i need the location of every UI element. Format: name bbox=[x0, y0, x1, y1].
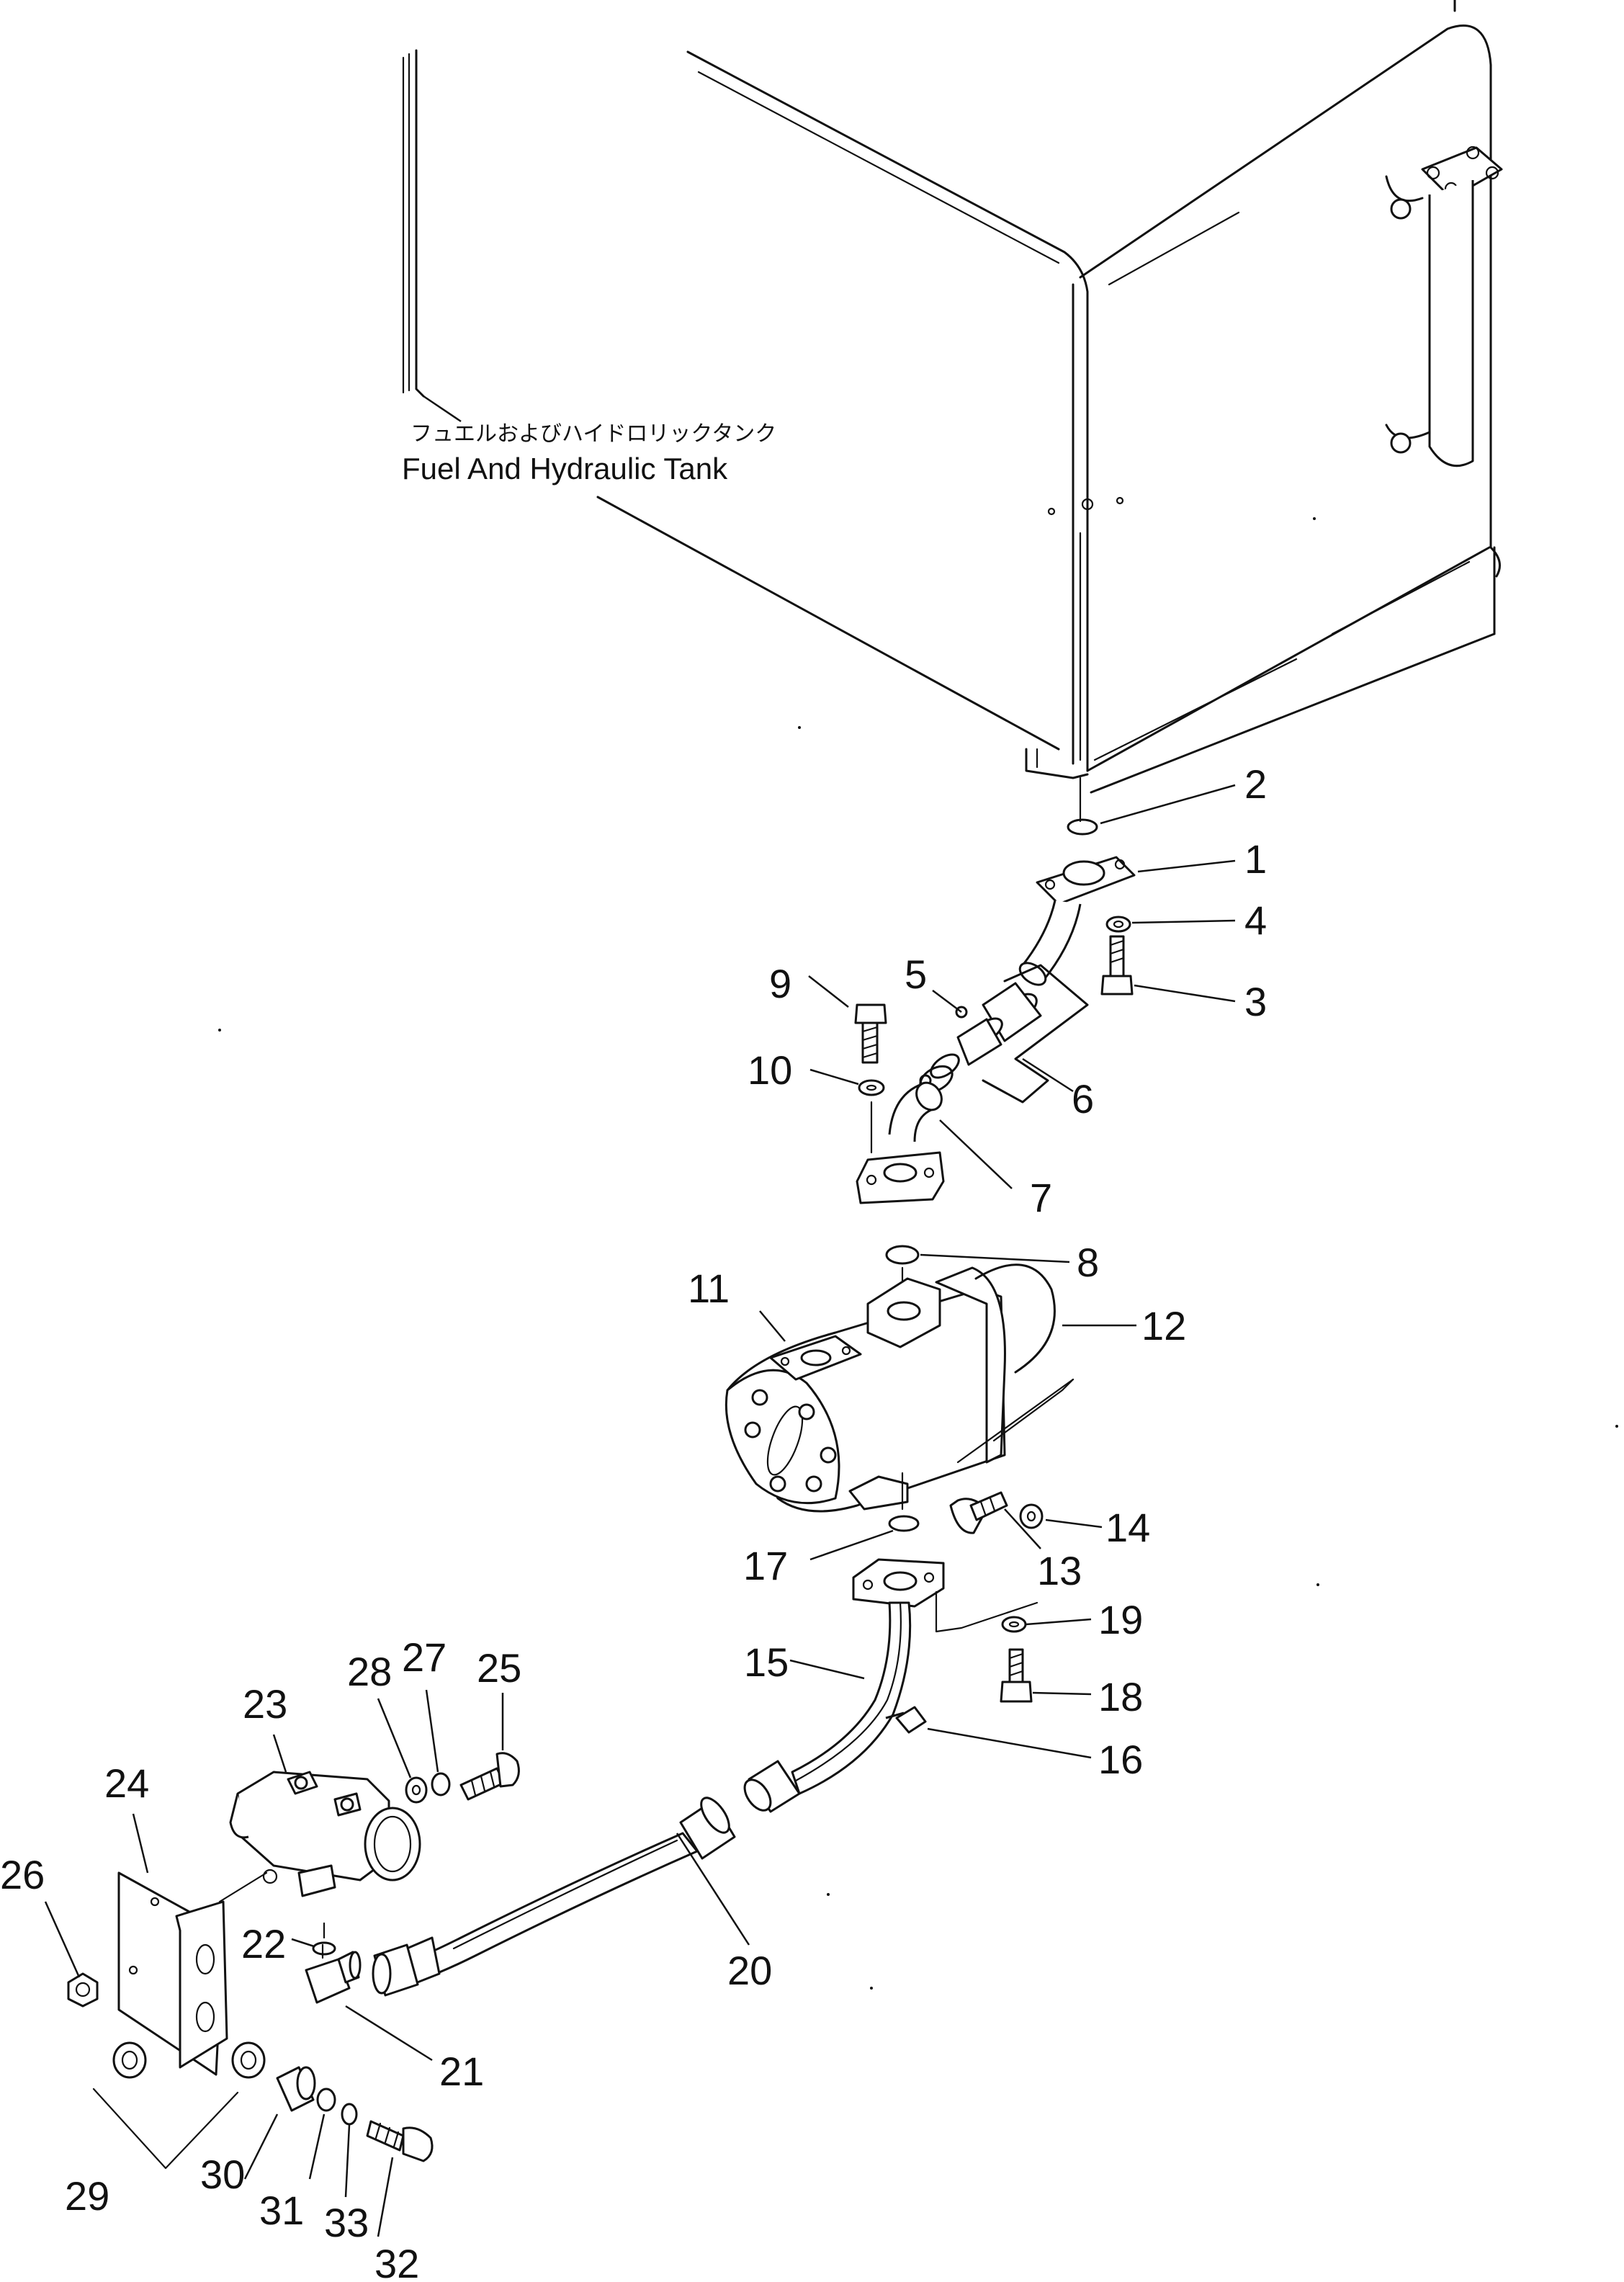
callout-25: 25 bbox=[477, 1645, 521, 1691]
callout-6: 6 bbox=[1072, 1076, 1094, 1122]
bolt-32 bbox=[366, 2120, 434, 2162]
hose-20 bbox=[372, 1796, 736, 1997]
callout-2: 2 bbox=[1244, 761, 1267, 807]
elbow-fitting-21 bbox=[305, 1943, 362, 2004]
o-ring-17 bbox=[888, 1515, 920, 1532]
callout-33: 33 bbox=[324, 2200, 369, 2245]
washer-19 bbox=[1001, 1616, 1027, 1633]
bolt-9 bbox=[854, 1003, 887, 1064]
o-ring-12 bbox=[974, 1263, 1056, 1374]
callout-14: 14 bbox=[1105, 1505, 1150, 1550]
elbow-pipe-1 bbox=[1018, 856, 1136, 986]
bracket-outline-6 bbox=[982, 964, 1089, 1104]
valve-23 bbox=[229, 1771, 421, 1897]
callout-19: 19 bbox=[1098, 1597, 1143, 1642]
callout-1: 1 bbox=[1244, 836, 1267, 882]
callout-13: 13 bbox=[1037, 1548, 1082, 1593]
callout-18: 18 bbox=[1098, 1674, 1143, 1719]
bolt-13 bbox=[949, 1491, 1008, 1534]
washer-31 bbox=[316, 2088, 336, 2112]
callout-numbers: 2 1 4 3 5 6 7 8 9 10 11 12 13 14 17 15 1… bbox=[0, 761, 1267, 2282]
callout-22: 22 bbox=[241, 1921, 286, 1966]
spring-washer-27 bbox=[431, 1772, 451, 1796]
pipe-15-nut bbox=[743, 1760, 801, 1813]
nut-26 bbox=[67, 1972, 99, 2008]
callout-21: 21 bbox=[439, 2049, 484, 2094]
washer-28 bbox=[405, 1776, 428, 1804]
callout-5: 5 bbox=[905, 952, 927, 997]
o-ring-2 bbox=[1067, 818, 1098, 836]
washer-10 bbox=[858, 1079, 885, 1096]
callout-10: 10 bbox=[748, 1047, 792, 1093]
callout-26: 26 bbox=[0, 1852, 45, 1897]
tank-label-english: Fuel And Hydraulic Tank bbox=[402, 452, 728, 486]
callout-12: 12 bbox=[1141, 1303, 1186, 1348]
washer-4 bbox=[1105, 916, 1131, 933]
callout-17: 17 bbox=[743, 1543, 788, 1588]
callout-29: 29 bbox=[65, 2173, 109, 2219]
tank-label-japanese: フュエルおよびハイドロリックタンク bbox=[411, 421, 776, 447]
callout-3: 3 bbox=[1244, 979, 1267, 1024]
callout-23: 23 bbox=[243, 1681, 287, 1727]
callout-30: 30 bbox=[200, 2152, 245, 2197]
grommet-29 bbox=[92, 2041, 266, 2170]
callout-27: 27 bbox=[402, 1634, 447, 1680]
bracket-24 bbox=[117, 1871, 268, 2076]
fuel-hydraulic-tank bbox=[402, 0, 1503, 794]
collar-30 bbox=[276, 2066, 316, 2112]
o-ring-22 bbox=[312, 1941, 336, 1956]
o-ring-8 bbox=[885, 1245, 920, 1265]
callout-11: 11 bbox=[688, 1266, 730, 1311]
spring-washer-33 bbox=[341, 2103, 358, 2126]
elbow-pipe-7 bbox=[856, 1081, 945, 1204]
bolt-25 bbox=[459, 1752, 520, 1801]
callout-16: 16 bbox=[1098, 1737, 1143, 1782]
callout-31: 31 bbox=[259, 2188, 304, 2233]
callout-leaders bbox=[44, 784, 1236, 2237]
specks bbox=[218, 517, 1618, 1990]
hydraulic-pump-11 bbox=[724, 1266, 1075, 1513]
pipe-15 bbox=[791, 1558, 1038, 1795]
callout-4: 4 bbox=[1244, 898, 1267, 943]
bolt-3 bbox=[1100, 935, 1134, 995]
callout-15: 15 bbox=[744, 1639, 789, 1685]
level-gauge bbox=[1385, 146, 1503, 467]
callout-32: 32 bbox=[374, 2241, 419, 2282]
callout-24: 24 bbox=[104, 1760, 149, 1806]
bolt-18 bbox=[1000, 1648, 1033, 1703]
plug-16 bbox=[885, 1706, 927, 1734]
callout-8: 8 bbox=[1077, 1240, 1099, 1285]
hose-clamp-5 bbox=[919, 982, 1042, 1087]
tank-label: フュエルおよびハイドロリックタンク Fuel And Hydraulic Tan… bbox=[402, 395, 776, 486]
callout-9: 9 bbox=[769, 961, 791, 1006]
washer-14 bbox=[1019, 1503, 1044, 1529]
callout-28: 28 bbox=[347, 1649, 392, 1694]
callout-7: 7 bbox=[1030, 1175, 1052, 1220]
callout-20: 20 bbox=[727, 1948, 772, 1993]
